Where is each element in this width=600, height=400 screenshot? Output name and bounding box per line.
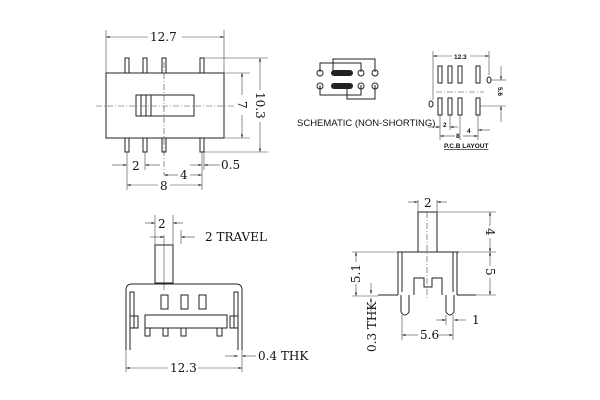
pcb-layout-label: P.C.B LAYOUT — [444, 143, 488, 150]
switch-body — [105, 72, 225, 139]
pcb-dim-pitch-4: 4 — [467, 128, 471, 135]
actuator-stem — [417, 211, 438, 253]
dim-thickness: 0.3 THK — [365, 301, 379, 352]
dim-body-height: 7 — [235, 101, 249, 109]
side-view: 2 4 5 5.1 0.3 THK 5.6 1 — [349, 196, 497, 352]
pcb-dim-row-spacing: 5.6 — [496, 87, 503, 96]
dim-pitch: 2 — [132, 159, 140, 173]
dim-actuator-height: 4 — [483, 228, 497, 236]
dim-thickness: 0.4 THK — [258, 349, 309, 363]
dim-width: 12.3 — [170, 361, 197, 375]
dim-total-height: 10.3 — [253, 92, 267, 119]
schematic: SCHEMATIC (NON-SHORTING) — [297, 58, 435, 129]
pcb-layout: 12.3 5.6 2 4 8 P.C.B LAYOUT — [428, 51, 506, 150]
travel-label: 2 TRAVEL — [205, 230, 267, 244]
dim-span: 8 — [160, 179, 168, 193]
switch-frame — [125, 283, 243, 350]
dim-leg-width: 1 — [472, 313, 480, 327]
dim-body-height: 5 — [483, 268, 497, 276]
dim-leg-height: 5.1 — [349, 264, 363, 283]
pcb-dim-span: 8 — [456, 133, 460, 140]
dim-actuator-width: 2 — [424, 196, 432, 210]
dim-pitch-4: 4 — [180, 168, 188, 182]
dim-actuator-width: 2 — [158, 217, 166, 231]
dim-pin-width: 0.5 — [221, 158, 240, 172]
pcb-dim-pitch: 2 — [443, 122, 447, 129]
top-view: 12.7 7 10.3 2 4 8 0.5 — [96, 30, 268, 193]
switch-body — [397, 251, 459, 295]
pcb-pads — [428, 65, 492, 116]
schematic-label: SCHEMATIC (NON-SHORTING) — [297, 118, 435, 129]
slider-actuator — [135, 94, 195, 117]
dim-width: 12.7 — [150, 30, 177, 44]
pcb-dim-width: 12.3 — [454, 54, 467, 61]
front-view: 2 2 TRAVEL 12.3 0.4 THK — [125, 215, 309, 375]
top-pins — [124, 57, 205, 153]
dim-leg-spacing: 5.6 — [420, 328, 439, 342]
